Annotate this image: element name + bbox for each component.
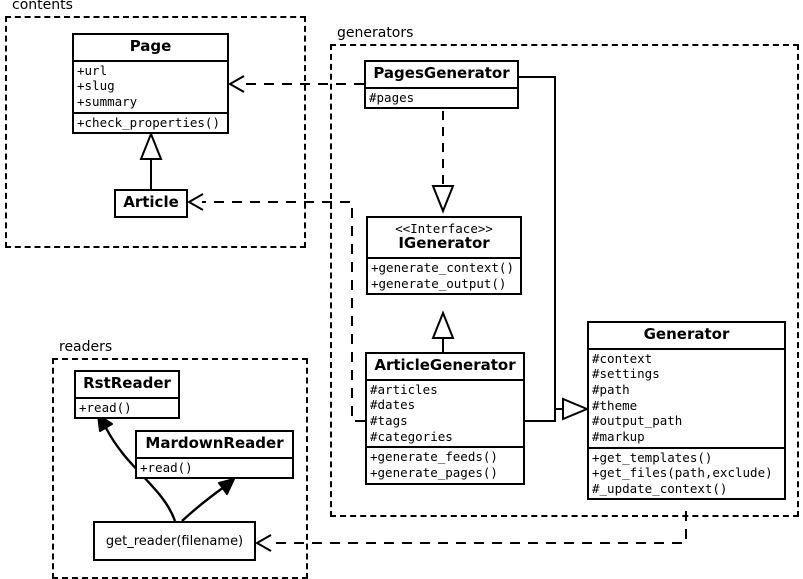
- class-member: #tags: [370, 413, 408, 428]
- class-generator-title: Generator: [643, 325, 730, 343]
- edge-articlegenerator-realizes-igenerator: [431, 310, 455, 352]
- class-member: #pages: [369, 89, 415, 105]
- edge-pagesgenerator-realizes-igenerator: [431, 111, 455, 214]
- class-pagesgenerator-title: PagesGenerator: [373, 64, 510, 82]
- function-box-get-reader[interactable]: get_reader(filename): [93, 521, 256, 561]
- function-box-get-reader-label: get_reader(filename): [105, 533, 244, 549]
- class-member: #context: [592, 350, 653, 366]
- class-member: +read(): [140, 459, 193, 475]
- class-member: +slug: [77, 78, 115, 94]
- package-contents: contents: [5, 0, 306, 248]
- class-igenerator[interactable]: <<Interface>> IGenerator +generate_conte…: [366, 216, 522, 296]
- edge-generator-uses-getreader: [254, 511, 687, 552]
- class-articlegenerator-operations: +generate_feeds() +generate_pages(): [367, 446, 523, 482]
- package-readers: readers: [52, 339, 308, 579]
- package-readers-label: readers: [56, 339, 116, 355]
- class-member: #_update_context(): [592, 480, 728, 496]
- class-member: #articles: [370, 381, 438, 397]
- class-member: #output_path: [592, 413, 683, 429]
- class-member: +get_templates(): [592, 449, 713, 465]
- edge-articlegenerator-uses-article: [186, 193, 365, 422]
- class-igenerator-name: IGenerator: [398, 234, 490, 253]
- package-generators: generators: [330, 25, 799, 517]
- class-igenerator-operations: +generate_context() +generate_output(): [368, 257, 520, 293]
- class-page-operations: +check_properties(): [74, 111, 227, 133]
- class-igenerator-stereotype: <<Interface>>: [395, 221, 493, 236]
- class-pagesgenerator-attributes: #pages: [366, 86, 517, 108]
- package-readers-frame: [52, 358, 308, 579]
- class-member: #dates: [370, 397, 416, 413]
- class-generator-attributes: #context #settings #path #theme #output_…: [589, 347, 784, 447]
- class-member: #path: [592, 382, 630, 397]
- class-member: +check_properties(): [77, 114, 220, 130]
- class-page-attributes: +url +slug +summary: [74, 59, 227, 112]
- edge-article-generalizes-page: [139, 131, 163, 189]
- class-member: +get_files(path,exclude): [592, 465, 773, 481]
- class-page-title: Page: [129, 37, 172, 55]
- class-rstreader-operations: +read(): [76, 396, 178, 418]
- class-igenerator-title: <<Interface>> IGenerator: [368, 218, 520, 257]
- class-member: +generate_feeds(): [370, 449, 498, 465]
- edge-pagesgenerator-uses-page: [227, 75, 364, 93]
- class-member: #theme: [592, 397, 638, 413]
- class-generator-operations: +get_templates() +get_files(path,exclude…: [589, 446, 784, 499]
- class-member: +url: [77, 62, 108, 78]
- class-mardownreader-operations: +read(): [137, 456, 292, 478]
- class-generator[interactable]: Generator #context #settings #path #them…: [587, 321, 786, 501]
- class-member: #categories: [370, 428, 453, 444]
- package-generators-label: generators: [334, 25, 417, 41]
- class-article-title: Article: [123, 193, 179, 211]
- class-member: #settings: [592, 366, 660, 382]
- class-articlegenerator[interactable]: ArticleGenerator #articles #dates #tags …: [365, 352, 525, 485]
- class-article[interactable]: Article: [114, 189, 188, 218]
- class-member: +generate_output(): [371, 275, 507, 291]
- class-member: +generate_pages(): [370, 464, 498, 480]
- package-generators-frame: [330, 44, 799, 517]
- class-articlegenerator-title: ArticleGenerator: [374, 356, 516, 374]
- class-member: +generate_context(): [371, 260, 514, 276]
- edge-getreader-creates-mardownreader: [181, 478, 235, 522]
- class-rstreader[interactable]: RstReader +read(): [74, 370, 180, 420]
- class-member: #markup: [592, 428, 645, 444]
- class-rstreader-title: RstReader: [83, 374, 171, 392]
- class-member: +read(): [79, 399, 132, 415]
- edge-articlegenerator-extends-generator: [525, 397, 590, 422]
- class-mardownreader[interactable]: MardownReader +read(): [135, 430, 294, 480]
- class-member: +summary: [77, 94, 138, 109]
- class-mardownreader-title: MardownReader: [145, 434, 284, 452]
- class-page[interactable]: Page +url +slug +summary +check_properti…: [72, 33, 229, 135]
- class-articlegenerator-attributes: #articles #dates #tags #categories: [367, 378, 523, 447]
- class-pagesgenerator[interactable]: PagesGenerator #pages: [364, 60, 519, 110]
- package-contents-label: contents: [9, 0, 76, 13]
- package-contents-frame: [5, 16, 306, 248]
